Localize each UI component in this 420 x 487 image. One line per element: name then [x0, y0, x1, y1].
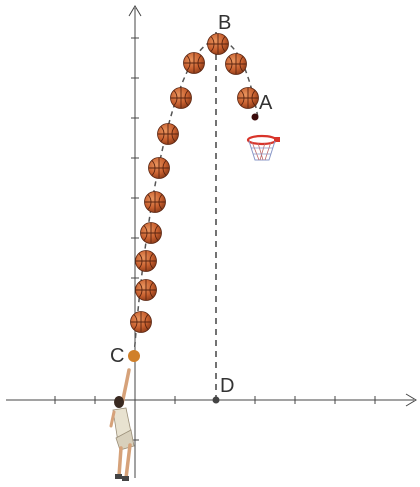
basketball-icon	[237, 87, 259, 109]
basketball-icon	[135, 279, 157, 301]
basketball-icon	[225, 53, 247, 75]
label-a: A	[259, 92, 273, 114]
basketball-icon	[140, 222, 162, 244]
label-b: B	[218, 12, 231, 34]
label-c: C	[110, 345, 124, 367]
basketball-icon	[207, 33, 229, 55]
y-axis	[128, 5, 142, 478]
label-d: D	[220, 375, 234, 397]
trajectory-curve	[133, 39, 259, 357]
basketball-icon	[148, 157, 170, 179]
basketball-icon	[130, 311, 152, 333]
point-c-marker	[128, 350, 140, 362]
basketball-hoop-icon	[246, 134, 280, 161]
point-a-marker	[251, 113, 259, 121]
basketball-player-icon	[109, 368, 135, 481]
basketball-icon	[144, 191, 166, 213]
x-axis-ticks	[54, 396, 376, 404]
x-axis	[6, 393, 417, 407]
basketball-icon	[157, 123, 179, 145]
basketball-icon	[183, 52, 205, 74]
point-d-marker	[212, 396, 220, 404]
basketball-icon	[135, 250, 157, 272]
basketball-sequence	[130, 33, 259, 333]
basketball-icon	[170, 87, 192, 109]
